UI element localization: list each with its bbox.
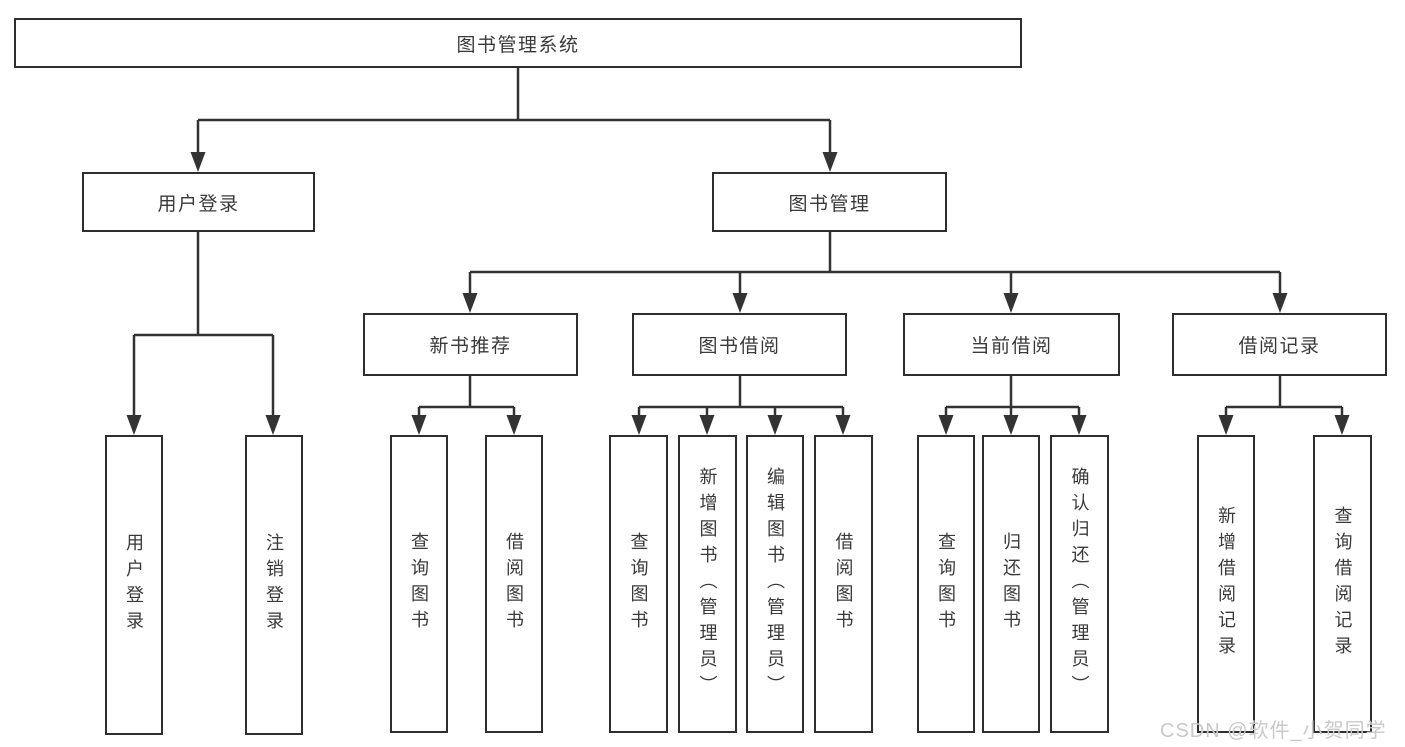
leaf-logout-label: 注销登录 [264, 533, 284, 637]
node-current-borrow-label: 当前借阅 [970, 336, 1053, 357]
leaf-borrow-books-1: 借阅图书 [485, 435, 543, 733]
leaf-user-login-label: 用户登录 [124, 533, 144, 637]
arrowhead [265, 415, 281, 435]
leaf-query-books-2-label: 查询图书 [628, 532, 649, 636]
connector-book-borrow-group [637, 376, 845, 431]
node-root-label: 图书管理系统 [456, 34, 580, 56]
node-book-management-branch-label: 图书管理 [788, 193, 871, 215]
arrowhead [411, 415, 427, 435]
node-new-book-recommend: 新书推荐 [363, 313, 578, 376]
leaf-add-books-admin: 新增图书（管理员） [678, 435, 737, 733]
arrowhead [126, 415, 142, 435]
arrowhead [190, 152, 206, 172]
leaf-add-borrow-record: 新增借阅记录 [1197, 435, 1255, 733]
leaf-return-books: 归还图书 [982, 435, 1040, 733]
arrowhead [462, 293, 478, 313]
connector-new-book-group [417, 376, 516, 431]
leaf-edit-books-admin: 编辑图书（管理员） [746, 435, 804, 733]
node-new-book-recommend-label: 新书推荐 [429, 336, 512, 357]
leaf-user-login: 用户登录 [105, 435, 163, 735]
node-book-borrow-label: 图书借阅 [698, 336, 781, 357]
arrowhead [1218, 415, 1234, 435]
node-book-management-branch: 图书管理 [712, 172, 947, 232]
connector-root-to-branches [196, 68, 832, 168]
leaf-borrow-books-2-label: 借阅图书 [833, 532, 854, 636]
connector-book-management-to-groups [468, 232, 1282, 309]
leaf-query-borrow-record: 查询借阅记录 [1313, 435, 1372, 733]
leaf-query-books-2: 查询图书 [609, 435, 668, 733]
leaf-query-books-1-label: 查询图书 [409, 532, 429, 636]
watermark: CSDN @软件_小贺同学 [1160, 720, 1387, 742]
node-user-login-branch-label: 用户登录 [157, 193, 240, 215]
leaf-borrow-books-2: 借阅图书 [814, 435, 873, 733]
node-borrow-records-label: 借阅记录 [1238, 336, 1321, 357]
arrowhead [767, 415, 783, 435]
arrowhead [835, 415, 851, 435]
leaf-edit-books-admin-label: 编辑图书（管理员） [765, 467, 785, 701]
arrowhead [631, 415, 647, 435]
arrowhead [938, 415, 954, 435]
leaf-confirm-return-admin-label: 确认归还（管理员） [1069, 467, 1090, 701]
arrowhead [1003, 415, 1019, 435]
arrowhead [1003, 293, 1019, 313]
leaf-query-books-3: 查询图书 [917, 435, 975, 733]
arrowhead [822, 152, 838, 172]
leaf-confirm-return-admin: 确认归还（管理员） [1050, 435, 1109, 733]
leaf-add-borrow-record-label: 新增借阅记录 [1216, 506, 1236, 662]
leaf-query-borrow-record-label: 查询借阅记录 [1332, 506, 1353, 662]
leaf-logout: 注销登录 [245, 435, 303, 735]
arrowhead [1334, 415, 1350, 435]
arrowhead [1071, 415, 1087, 435]
leaf-add-books-admin-label: 新增图书（管理员） [697, 467, 718, 701]
connector-borrow-records-group [1224, 376, 1344, 431]
leaf-query-books-3-label: 查询图书 [936, 532, 956, 636]
arrowhead [732, 293, 748, 313]
connector-user-login-to-children [132, 232, 275, 431]
node-borrow-records: 借阅记录 [1172, 313, 1387, 376]
leaf-borrow-books-1-label: 借阅图书 [504, 532, 524, 636]
arrowhead [506, 415, 522, 435]
node-user-login-branch: 用户登录 [82, 172, 315, 232]
node-root: 图书管理系统 [14, 18, 1022, 68]
arrowhead [699, 415, 715, 435]
leaf-return-books-label: 归还图书 [1001, 532, 1021, 636]
node-book-borrow: 图书借阅 [632, 313, 847, 376]
arrowhead [1272, 293, 1288, 313]
leaf-query-books-1: 查询图书 [390, 435, 448, 733]
node-current-borrow: 当前借阅 [903, 313, 1120, 376]
